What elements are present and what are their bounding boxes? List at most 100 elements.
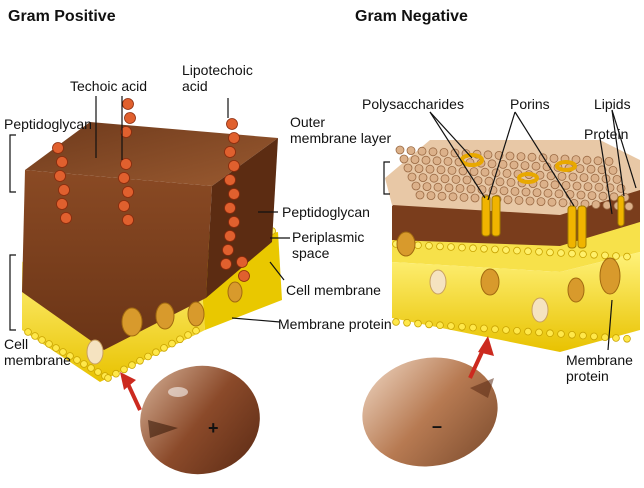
bead — [403, 318, 411, 327]
bead — [510, 186, 520, 196]
bead — [587, 191, 597, 201]
bead — [45, 340, 53, 348]
bead — [462, 175, 472, 185]
bead — [514, 195, 524, 205]
bead — [60, 212, 72, 224]
bead — [495, 177, 505, 187]
bead — [466, 184, 476, 194]
bead — [59, 348, 67, 356]
label-periplasmic-line1: Periplasmic — [292, 229, 365, 245]
bead — [120, 158, 132, 170]
bead — [597, 165, 607, 175]
bead — [118, 172, 130, 184]
bead — [222, 244, 234, 256]
bead — [436, 242, 444, 251]
bead — [557, 330, 565, 338]
bead — [561, 180, 571, 190]
bead — [470, 193, 480, 203]
bead — [24, 328, 32, 336]
bead — [558, 198, 568, 208]
negative-charge-symbol: – — [432, 416, 443, 436]
polysaccharide-rings — [460, 153, 577, 184]
bead — [80, 360, 88, 368]
bead — [623, 334, 631, 343]
bead — [238, 270, 250, 282]
bead — [593, 156, 603, 166]
bead — [184, 331, 192, 339]
bead — [224, 174, 236, 186]
bead — [160, 344, 168, 352]
negative-cell — [362, 357, 498, 467]
bead — [236, 256, 248, 268]
bead — [550, 180, 560, 190]
bead — [428, 147, 438, 157]
bead — [425, 242, 433, 250]
bead — [583, 182, 593, 192]
bead — [531, 161, 541, 171]
bead — [66, 352, 74, 360]
bead — [576, 190, 586, 200]
bead — [447, 165, 457, 175]
bead — [136, 356, 144, 365]
label-membrane-protein-negative-line1: Membrane — [566, 352, 633, 368]
bead — [128, 361, 136, 369]
bead — [487, 159, 497, 169]
bead — [458, 243, 466, 252]
bead — [624, 201, 634, 211]
bead — [426, 191, 436, 201]
bead — [439, 147, 449, 157]
positive-zoom-arrow — [120, 372, 142, 411]
bead — [503, 195, 513, 205]
bead — [220, 258, 232, 270]
bead — [52, 142, 64, 154]
negative-leader-lines — [383, 109, 637, 351]
bead — [609, 192, 619, 202]
bead — [491, 245, 499, 254]
bead — [502, 246, 510, 254]
bead — [568, 249, 576, 258]
positive-leader-lines — [9, 96, 290, 331]
bead — [224, 202, 236, 214]
bead — [425, 320, 433, 329]
label-lipotechoic-line1: Lipotechoic — [182, 62, 253, 78]
bead — [120, 126, 132, 138]
bead — [535, 248, 543, 256]
positive-membrane-proteins — [86, 281, 243, 365]
porins — [481, 195, 625, 249]
bead — [228, 132, 240, 144]
bead — [415, 190, 425, 200]
bead — [572, 181, 582, 191]
bead — [513, 326, 521, 335]
bead — [579, 250, 587, 259]
bead — [458, 166, 468, 176]
bead — [87, 364, 95, 372]
bead — [448, 192, 458, 202]
bead — [224, 146, 236, 158]
bead — [623, 252, 631, 261]
label-membrane-protein-positive: Membrane protein — [278, 316, 392, 332]
label-porins: Porins — [510, 96, 550, 112]
bead — [459, 192, 469, 202]
bead — [480, 167, 490, 177]
bead — [436, 321, 444, 330]
bead — [118, 200, 130, 212]
bead — [414, 319, 422, 328]
bead — [421, 155, 431, 165]
bead — [176, 335, 184, 344]
bead — [568, 172, 578, 182]
bead — [228, 188, 240, 200]
bead — [543, 188, 553, 198]
bead — [58, 184, 70, 196]
bead — [612, 174, 622, 184]
bead — [444, 183, 454, 193]
bead — [535, 328, 543, 337]
negative-zoom-arrow — [468, 336, 494, 379]
negative-lipid-heads — [392, 145, 634, 343]
bead — [513, 246, 521, 255]
label-lipids: Lipids — [594, 96, 631, 112]
label-cell-membrane-right: Cell membrane — [286, 282, 381, 298]
bead — [392, 318, 400, 326]
label-outer-line1: Outer — [290, 114, 326, 130]
bead — [122, 98, 134, 110]
bead — [144, 352, 152, 361]
